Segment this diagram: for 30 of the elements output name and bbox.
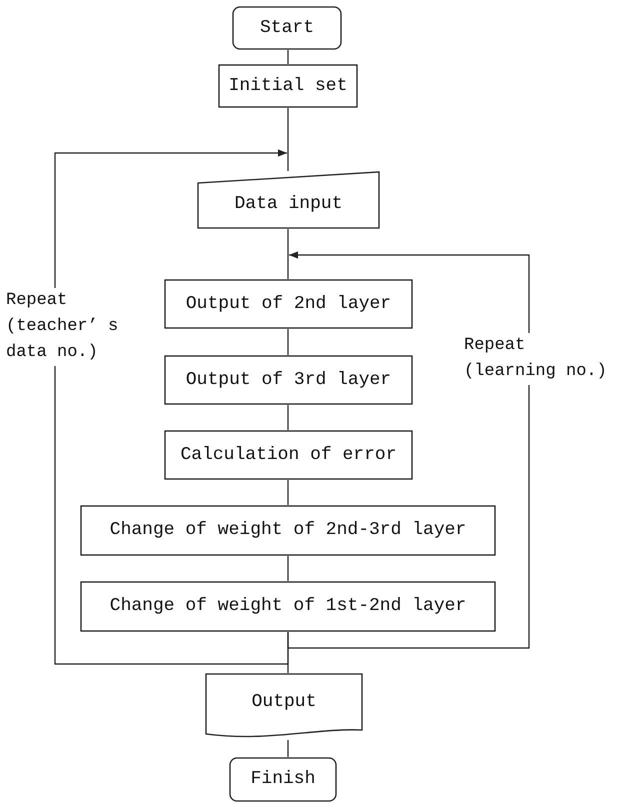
connector-line (287, 740, 289, 757)
box-text: Output of 3rd layer (186, 368, 392, 392)
terminal-box (229, 757, 337, 802)
box-text: Output (252, 691, 316, 714)
process-box (164, 430, 413, 480)
process-box (218, 64, 358, 108)
box-text: Change of weight of 1st-2nd layer (110, 595, 466, 618)
arrow (287, 251, 530, 649)
connector-line (287, 556, 289, 581)
box-text: Output of 2nd layer (186, 292, 392, 316)
terminal-box (232, 6, 342, 50)
box-text: Data input (234, 192, 343, 216)
connector-line (287, 480, 289, 505)
connector-line (287, 108, 289, 171)
process-box (80, 581, 496, 632)
manual-input-box (197, 171, 380, 229)
arrow (54, 149, 289, 665)
connector-line (287, 50, 289, 64)
process-box (164, 355, 413, 405)
document-box (205, 673, 363, 740)
box-text: Initial set (228, 74, 348, 98)
box-text: Finish (250, 768, 316, 791)
box-text: Start (260, 16, 314, 40)
connector-line (287, 405, 289, 430)
connector-line (287, 329, 289, 355)
connector-line (287, 229, 289, 279)
box-text: Calculation of error (180, 444, 397, 466)
process-box (164, 279, 413, 329)
process-box (80, 505, 496, 556)
box-text: Change of weight of 2nd-3rd layer (110, 519, 466, 542)
